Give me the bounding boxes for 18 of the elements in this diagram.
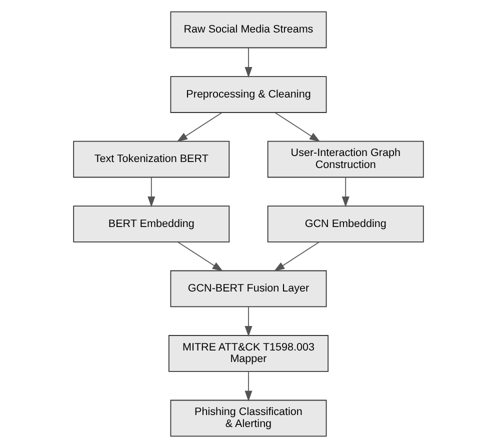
arrow: [244, 371, 252, 402]
node-box: Preprocessing & Cleaning: [170, 76, 326, 113]
arrow: [147, 176, 155, 208]
arrow: [274, 112, 320, 142]
arrow: [176, 112, 222, 142]
node-box: Text Tokenization BERT: [72, 140, 230, 178]
node-box: Phishing Classification & Alerting: [170, 400, 326, 437]
arrow: [244, 306, 252, 337]
arrow: [273, 242, 320, 272]
node-box: BERT Embedding: [72, 206, 230, 242]
node-box: GCN-BERT Fusion Layer: [170, 270, 326, 308]
node-box: User-Interaction Graph Construction: [266, 140, 424, 178]
node-box: Raw Social Media Streams: [170, 11, 326, 48]
node-box: MITRE ATT&CK T1598.003 Mapper: [168, 335, 328, 372]
arrow: [244, 47, 252, 78]
arrow: [176, 242, 223, 272]
arrow: [341, 176, 349, 208]
node-box: GCN Embedding: [266, 206, 424, 242]
